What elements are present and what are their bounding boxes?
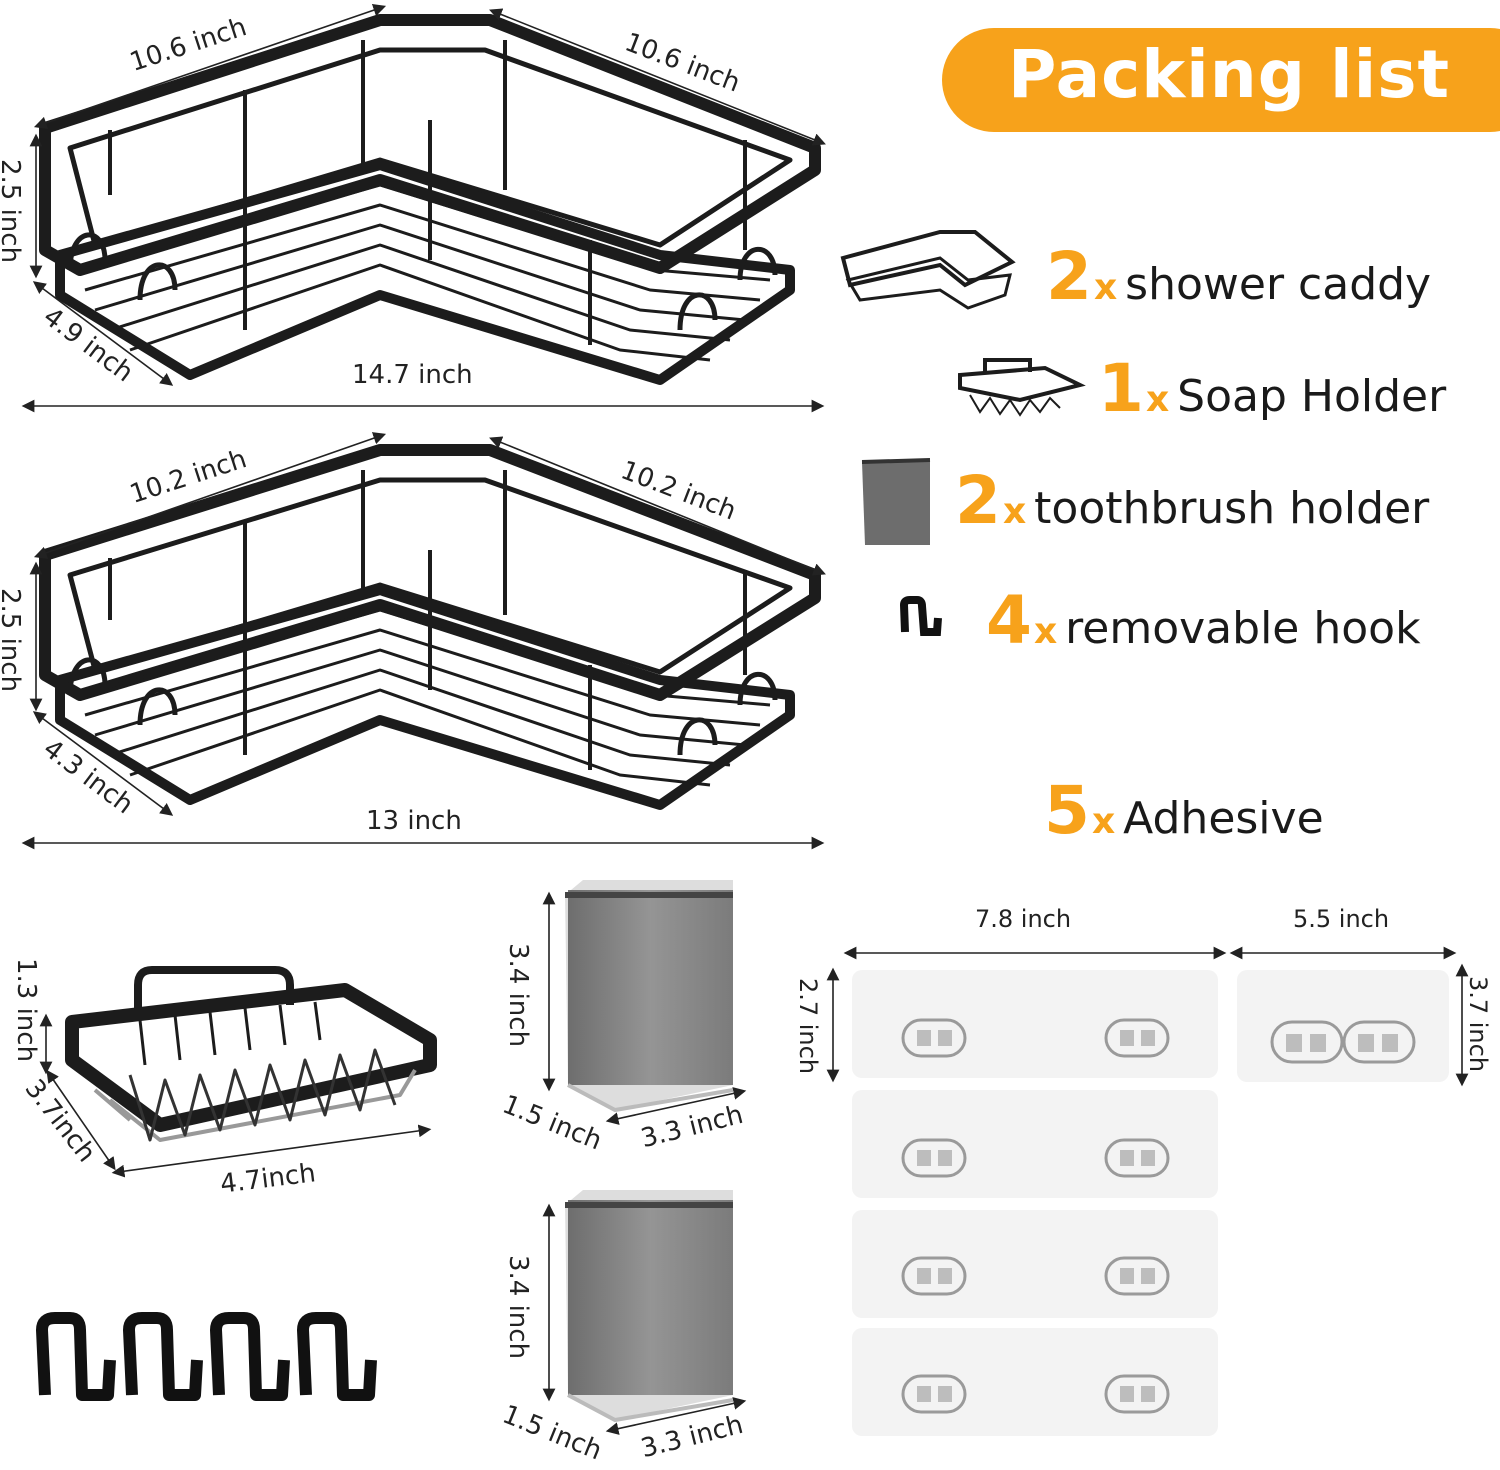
list-item-shower-caddy: 2 x shower caddy	[1046, 238, 1431, 315]
dimension-label: 2.5 inch	[0, 587, 26, 693]
soap-holder-icon	[958, 358, 1086, 417]
item-label: shower caddy	[1125, 259, 1432, 310]
hook-icon	[899, 596, 942, 636]
dimension-label: 1.3 inch	[11, 957, 42, 1063]
hooks	[36, 1312, 377, 1401]
list-item-adhesive: 5 x Adhesive	[1044, 772, 1324, 849]
item-multiplier: x	[1093, 267, 1118, 308]
page-title: Packing list	[1008, 36, 1451, 113]
list-item-soap-holder: 1 x Soap Holder	[1098, 350, 1446, 427]
item-quantity: 4	[986, 582, 1032, 659]
dimension-label: 3.4 inch	[503, 1254, 534, 1360]
dimension-label: 3.4 inch	[503, 942, 534, 1048]
adhesive-pads	[852, 970, 1449, 1436]
item-quantity: 1	[1098, 350, 1144, 427]
shower-caddy-small	[39, 444, 821, 810]
shower-caddy-icon	[840, 230, 1016, 310]
dimension-label: 2.7 inch	[794, 977, 823, 1075]
toothbrush-holder-1	[565, 880, 734, 1113]
shower-caddy-large	[39, 14, 821, 385]
item-label: Adhesive	[1123, 793, 1324, 844]
dimension-label: 3.7 inch	[1464, 975, 1493, 1073]
item-label: removable hook	[1065, 603, 1421, 654]
item-quantity: 2	[1046, 238, 1092, 315]
list-item-removable-hook: 4 x removable hook	[986, 582, 1421, 659]
dimension-label: 14.7 inch	[352, 360, 473, 390]
item-quantity: 5	[1044, 772, 1090, 849]
dimension-label: 7.8 inch	[975, 905, 1072, 933]
dimension-label: 5.5 inch	[1293, 905, 1390, 933]
item-multiplier: x	[1145, 379, 1170, 420]
toothbrush-holder-2	[565, 1190, 734, 1423]
item-multiplier: x	[1033, 611, 1058, 652]
item-label: toothbrush holder	[1034, 483, 1430, 534]
dimension-label: 13 inch	[366, 806, 462, 836]
item-quantity: 2	[955, 462, 1001, 539]
packing-list-banner	[942, 28, 1500, 132]
item-multiplier: x	[1091, 801, 1116, 842]
item-label: Soap Holder	[1177, 371, 1447, 422]
toothbrush-holder-icon	[861, 458, 931, 545]
item-multiplier: x	[1002, 491, 1027, 532]
list-item-toothbrush-holder: 2 x toothbrush holder	[955, 462, 1429, 539]
dimension-label: 2.5 inch	[0, 158, 26, 264]
soap-holder	[65, 966, 437, 1142]
